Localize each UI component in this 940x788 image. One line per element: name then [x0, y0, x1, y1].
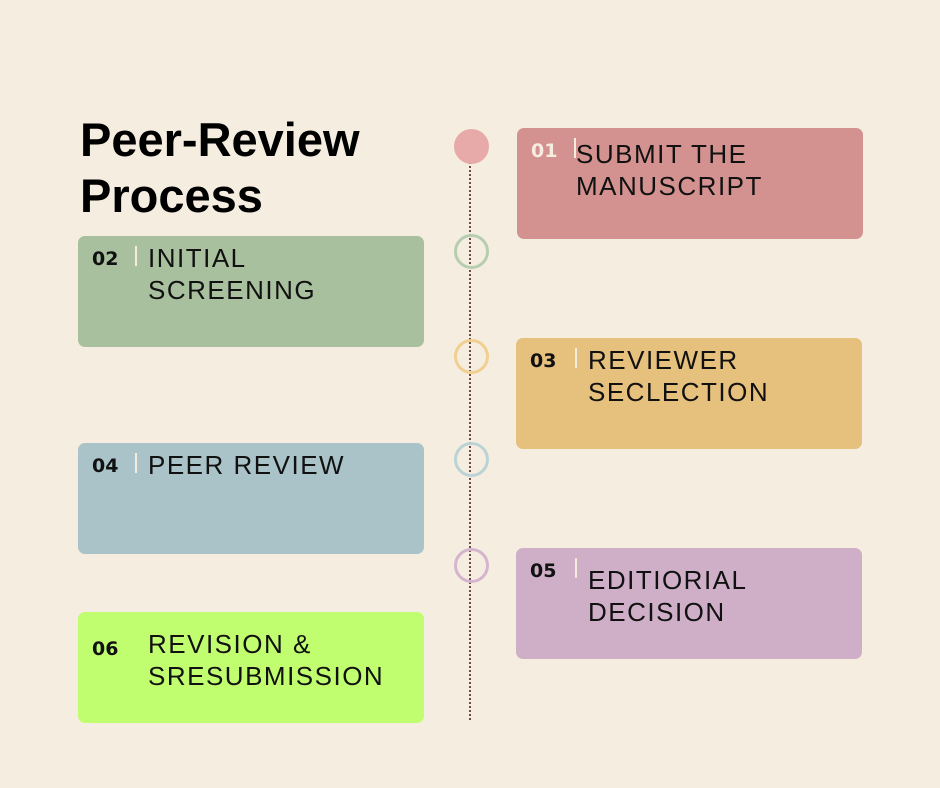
- step-card-2: 02 INITIAL SCREENING: [78, 236, 424, 347]
- step-label: EDITIORIAL DECISION: [588, 565, 747, 627]
- step-label: SUBMIT THE MANUSCRIPT: [576, 139, 763, 201]
- step-number: 03: [530, 350, 557, 372]
- divider: [575, 558, 577, 578]
- page-title: Peer-Review Process: [80, 113, 360, 222]
- timeline-node-2: [454, 234, 489, 269]
- step-label: PEER REVIEW: [148, 450, 346, 480]
- timeline-node-5: [454, 548, 489, 583]
- divider: [135, 453, 137, 473]
- step-card-6: 06 REVISION & SRESUBMISSION: [78, 612, 424, 723]
- step-label: REVISION & SRESUBMISSION: [148, 629, 385, 691]
- step-number: 05: [530, 560, 557, 582]
- timeline-node-3: [454, 339, 489, 374]
- divider: [135, 246, 137, 266]
- step-card-1: 01 SUBMIT THE MANUSCRIPT: [517, 128, 863, 239]
- step-label: REVIEWER SECLECTION: [588, 345, 770, 407]
- step-card-3: 03 REVIEWER SECLECTION: [516, 338, 862, 449]
- timeline-node-1: [454, 129, 489, 164]
- step-label: INITIAL SCREENING: [148, 243, 317, 305]
- divider: [575, 348, 577, 368]
- step-number: 06: [92, 638, 119, 660]
- timeline-node-4: [454, 442, 489, 477]
- timeline-line: [469, 162, 471, 720]
- step-number: 04: [92, 455, 119, 477]
- step-card-5: 05 EDITIORIAL DECISION: [516, 548, 862, 659]
- divider: [574, 138, 576, 158]
- step-number: 01: [531, 140, 558, 162]
- step-number: 02: [92, 248, 119, 270]
- step-card-4: 04 PEER REVIEW: [78, 443, 424, 554]
